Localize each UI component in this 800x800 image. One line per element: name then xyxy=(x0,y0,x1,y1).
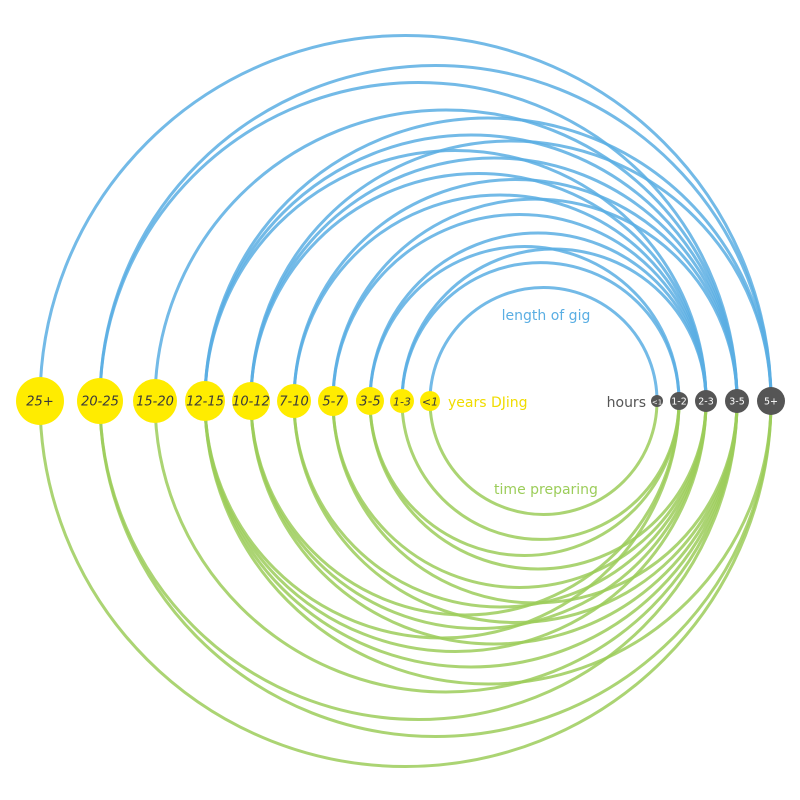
hours-node-lt1 xyxy=(651,395,663,407)
years-djing-caption: years DJing xyxy=(448,395,528,411)
prep-arc-20-25-to-3-5 xyxy=(98,400,739,721)
prep-arc-12-15-to-3-5 xyxy=(203,400,739,669)
gig-arc-25plus-to-5plus xyxy=(38,34,773,402)
years-node-lt1 xyxy=(420,391,440,411)
prep-arc-3-5-to-1-2 xyxy=(368,400,681,557)
gig-arc-3-5-to-2-3 xyxy=(368,231,708,402)
prep-arc-lt1-to-lt1 xyxy=(428,400,659,516)
years-node-25plus xyxy=(16,377,64,425)
prep-arc-10-12-to-2-3 xyxy=(249,400,708,630)
gig-arc-20-25-to-3-5 xyxy=(98,81,739,402)
time-preparing-arcs xyxy=(38,400,773,768)
hours-node-label-1-2: 1-2 xyxy=(671,397,687,408)
gig-arc-12-15-to-5plus xyxy=(203,116,773,402)
years-node-10-12 xyxy=(232,382,270,420)
years-node-20-25 xyxy=(77,378,123,424)
length-of-gig-arcs xyxy=(38,34,773,402)
years-node-7-10 xyxy=(277,384,311,418)
gig-arc-10-12-to-3-5 xyxy=(249,156,739,402)
years-node-label-1-3: 1-3 xyxy=(393,396,411,409)
gig-arc-5-7-to-3-5 xyxy=(331,197,739,402)
gig-arc-12-15-to-2-3 xyxy=(203,149,708,402)
years-node-1-3 xyxy=(390,389,414,413)
prep-arc-10-12-to-3-5 xyxy=(249,400,739,646)
years-node-label-10-12: 10-12 xyxy=(232,395,270,410)
years-djing-nodes: 25+ 20-25 15-20 12-15 10-12 7-10 5-7 3-5 1-3 <1 xyxy=(16,377,440,425)
years-node-label-3-5: 3-5 xyxy=(359,395,380,410)
hours-node-label-5plus: 5+ xyxy=(764,397,778,408)
prep-arc-7-10-to-3-5 xyxy=(292,400,739,624)
length-of-gig-caption: length of gig xyxy=(502,308,591,324)
prep-arc-5-7-to-2-3 xyxy=(331,400,708,589)
gig-arc-7-10-to-2-3 xyxy=(292,193,708,402)
gig-arc-5-7-to-2-3 xyxy=(331,213,708,402)
gig-arc-10-12-to-5plus xyxy=(249,139,773,402)
years-node-label-20-25: 20-25 xyxy=(81,395,119,410)
prep-arc-20-25-to-5plus xyxy=(98,400,773,738)
gig-arc-20-25-to-5plus xyxy=(98,64,773,402)
prep-arc-12-15-to-2-3 xyxy=(203,400,708,653)
years-node-label-12-15: 12-15 xyxy=(186,395,224,410)
years-node-3-5 xyxy=(356,387,384,415)
gig-arc-7-10-to-3-5 xyxy=(292,178,739,402)
gig-arc-15-20-to-3-5 xyxy=(153,108,739,402)
years-node-label-25plus: 25+ xyxy=(26,395,53,410)
gig-arc-1-3-to-1-2 xyxy=(400,261,681,402)
time-preparing-caption: time preparing xyxy=(494,482,598,498)
prep-arc-1-3-to-1-2 xyxy=(400,400,681,541)
hours-node-3-5 xyxy=(725,389,749,413)
years-node-label-15-20: 15-20 xyxy=(136,395,174,410)
years-node-label-7-10: 7-10 xyxy=(279,395,309,410)
prep-arc-7-10-to-2-3 xyxy=(292,400,708,609)
years-node-label-5-7: 5-7 xyxy=(322,395,344,410)
prep-arc-3-5-to-2-3 xyxy=(368,400,708,571)
years-node-5-7 xyxy=(318,386,348,416)
years-node-15-20 xyxy=(133,379,177,423)
hours-caption: hours xyxy=(607,395,646,411)
prep-arc-15-20-to-3-5 xyxy=(153,400,739,694)
prep-arc-10-12-to-1-2 xyxy=(249,400,681,617)
prep-arc-12-15-to-5plus xyxy=(203,400,773,686)
hours-nodes: <1 1-2 2-3 3-5 5+ xyxy=(651,387,785,415)
hours-node-2-3 xyxy=(695,390,717,412)
hours-node-1-2 xyxy=(670,392,688,410)
hours-node-label-3-5: 3-5 xyxy=(729,397,745,408)
gig-arc-lt1-to-lt1 xyxy=(428,286,659,402)
prep-arc-5-7-to-3-5 xyxy=(331,400,739,605)
hours-node-label-lt1: <1 xyxy=(652,399,662,407)
years-node-12-15 xyxy=(185,381,225,421)
years-node-label-lt1: <1 xyxy=(422,396,438,409)
gig-arc-10-12-to-2-3 xyxy=(249,172,708,402)
gig-arc-3-5-to-1-2 xyxy=(368,245,681,402)
gig-arc-1-3-to-2-3 xyxy=(400,247,708,402)
hours-node-label-2-3: 2-3 xyxy=(698,397,714,408)
gig-arc-12-15-to-3-5 xyxy=(203,133,739,402)
prep-arc-25plus-to-5plus xyxy=(38,400,773,768)
hours-node-5plus xyxy=(757,387,785,415)
